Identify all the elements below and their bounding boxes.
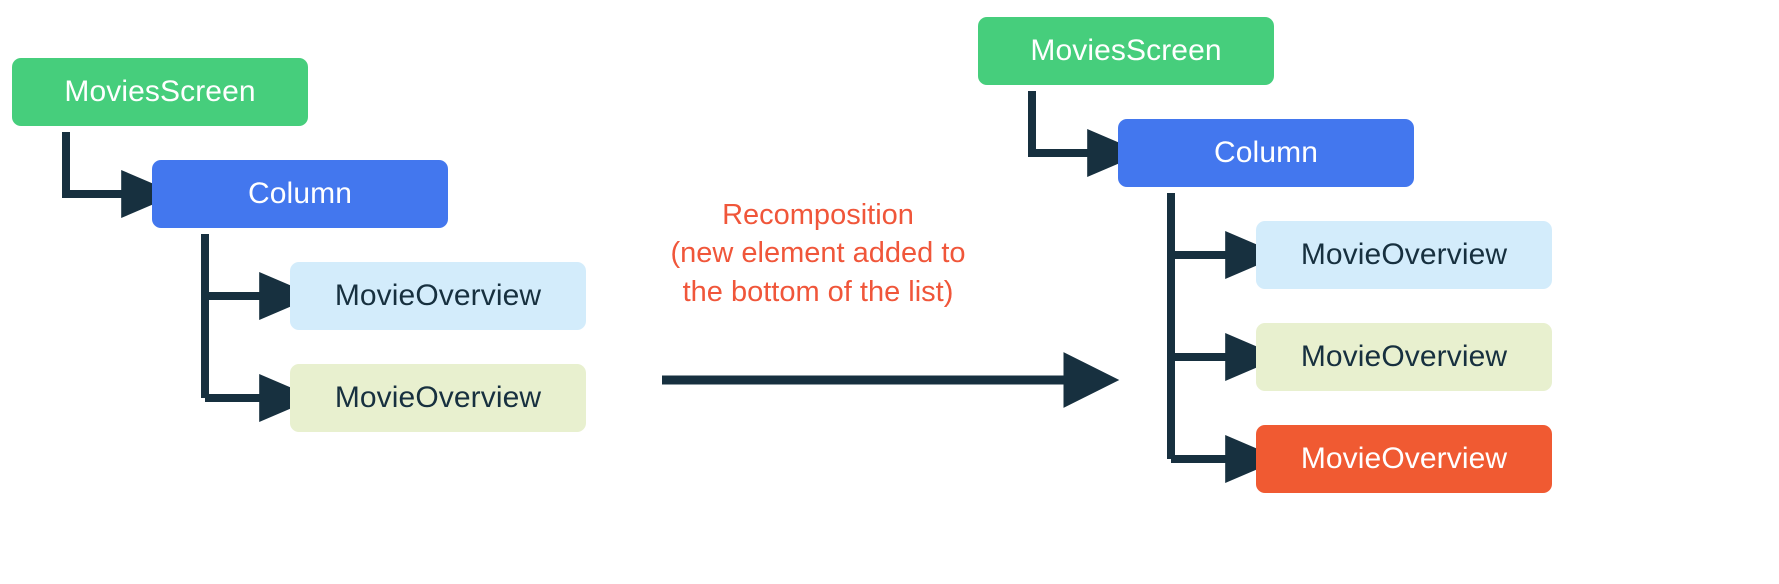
after-node-movie-overview-2-label: MovieOverview xyxy=(1300,340,1508,373)
after-node-movie-overview-3-new-label: MovieOverview xyxy=(1300,442,1508,475)
after-node-column: Column xyxy=(1118,119,1414,187)
before-node-movie-overview-1: MovieOverview xyxy=(290,262,586,330)
before-node-movies-screen-label: MoviesScreen xyxy=(64,75,256,108)
before-node-column: Column xyxy=(152,160,448,228)
after-node-movie-overview-1-label: MovieOverview xyxy=(1300,238,1508,271)
before-node-movie-overview-2: MovieOverview xyxy=(290,364,586,432)
after-node-movie-overview-3-new: MovieOverview xyxy=(1256,425,1552,493)
before-node-movies-screen: MoviesScreen xyxy=(12,58,308,126)
connector-left-screen-to-column xyxy=(62,132,178,218)
after-node-movie-overview-1: MovieOverview xyxy=(1256,221,1552,289)
before-node-movie-overview-1-label: MovieOverview xyxy=(334,279,542,312)
after-node-movie-overview-2: MovieOverview xyxy=(1256,323,1552,391)
recomposition-caption: Recomposition (new element added to the … xyxy=(658,196,978,311)
after-node-movies-screen: MoviesScreen xyxy=(978,17,1274,85)
recomposition-caption-line-2: (new element added to xyxy=(670,237,966,270)
before-node-movie-overview-2-label: MovieOverview xyxy=(334,381,542,414)
after-node-movies-screen-label: MoviesScreen xyxy=(1030,34,1222,67)
recomposition-caption-line-3: the bottom of the list) xyxy=(682,275,954,308)
recomposition-caption-line-1: Recomposition xyxy=(722,199,914,231)
after-node-column-label: Column xyxy=(1214,136,1318,169)
connector-right-screen-to-column xyxy=(1028,91,1144,177)
before-node-column-label: Column xyxy=(248,177,352,210)
